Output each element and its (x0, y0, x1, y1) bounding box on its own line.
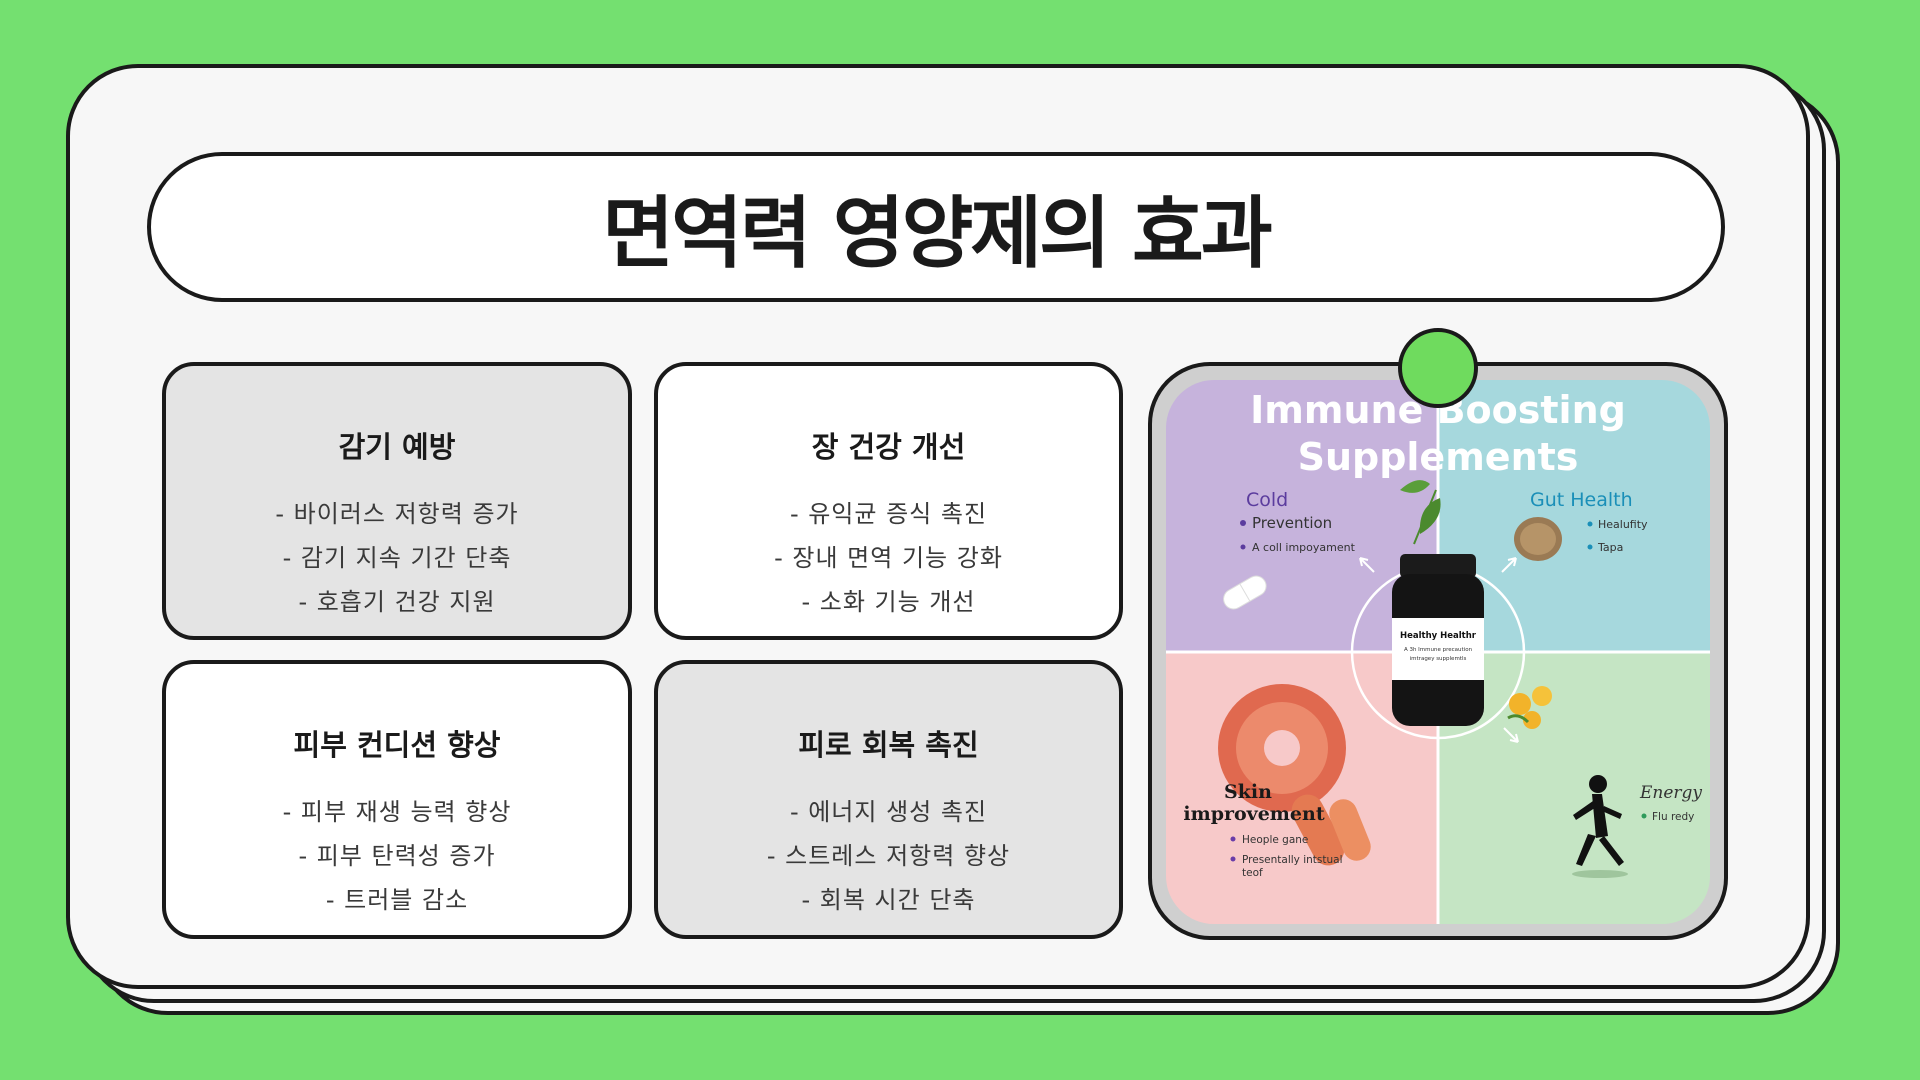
leaf-icon (1400, 480, 1441, 545)
list-item: - 피부 재생 능력 향상 (282, 798, 512, 826)
list-item: - 소화 기능 개선 (801, 588, 976, 616)
card-cold-prevention: 감기 예방 - 바이러스 저항력 증가 - 감기 지속 기간 단축 - 호흡기 … (162, 362, 632, 640)
infographic-frame: Immune Boosting Supplements Cold Prevent… (1148, 362, 1728, 940)
skin-item-2-line2: teof (1242, 867, 1263, 879)
card-list: - 에너지 생성 촉진 - 스트레스 저항력 향상 - 회복 시간 단축 (767, 790, 1010, 922)
cold-item-2: A coll impoyament (1252, 541, 1356, 554)
sausage-icon (1291, 794, 1371, 866)
donut-icon (1218, 684, 1346, 812)
skin-item-1: Heople gane (1242, 834, 1308, 846)
list-item: - 감기 지속 기간 단축 (282, 544, 512, 572)
card-list: - 유익균 증식 촉진 - 장내 면역 기능 강화 - 소화 기능 개선 (774, 492, 1003, 624)
energy-heading: Energy (1639, 783, 1702, 803)
energy-item-1: Flu redy (1652, 811, 1694, 823)
list-item: - 피부 탄력성 증가 (298, 842, 496, 870)
bottle-line-2: imtragey supplemtls (1410, 656, 1467, 662)
list-item: - 유익균 증식 촉진 (789, 500, 988, 528)
cold-heading: Cold (1246, 489, 1288, 511)
card-fatigue-recovery: 피로 회복 촉진 - 에너지 생성 촉진 - 스트레스 저항력 향상 - 회복 … (654, 660, 1123, 939)
skin-item-2-line1: Presentally intstual (1242, 854, 1343, 866)
flower-icon (1507, 686, 1552, 729)
list-item: - 장내 면역 기능 강화 (774, 544, 1003, 572)
card-gut-health: 장 건강 개선 - 유익균 증식 촉진 - 장내 면역 기능 강화 - 소화 기… (654, 362, 1123, 640)
list-item: - 스트레스 저항력 향상 (766, 842, 1011, 870)
skin-heading-line1: Skin (1224, 781, 1272, 803)
supplement-bottle-icon: Healthy Healthr A 3h Immune precaution i… (1392, 554, 1484, 726)
infographic-image: Immune Boosting Supplements Cold Prevent… (1166, 380, 1710, 924)
card-heading: 장 건강 개선 (811, 430, 966, 464)
running-person-icon (1573, 775, 1624, 866)
list-item: - 바이러스 저항력 증가 (275, 500, 519, 528)
gut-item-1: Healufity (1598, 518, 1648, 531)
card-skin-condition: 피부 컨디션 향상 - 피부 재생 능력 향상 - 피부 탄력성 증가 - 트러… (162, 660, 632, 939)
card-heading: 피부 컨디션 향상 (293, 728, 501, 762)
bottle-brand: Healthy Healthr (1400, 631, 1477, 641)
title-banner: 면역력 영양제의 효과 (147, 152, 1725, 302)
card-heading: 감기 예방 (338, 430, 456, 464)
card-heading: 피로 회복 촉진 (798, 728, 979, 762)
card-list: - 피부 재생 능력 향상 - 피부 탄력성 증가 - 트러블 감소 (283, 790, 512, 922)
gut-item-2: Tapa (1597, 541, 1623, 554)
cold-item-1: Prevention (1252, 514, 1332, 532)
card-list: - 바이러스 저항력 증가 - 감기 지속 기간 단축 - 호흡기 건강 지원 (275, 492, 518, 624)
skin-heading-line2: improvement (1183, 803, 1324, 825)
list-item: - 호흡기 건강 지원 (298, 588, 496, 616)
bottle-line-1: A 3h Immune precaution (1404, 647, 1473, 653)
list-item: - 에너지 생성 촉진 (789, 798, 988, 826)
capsule-icon (1223, 575, 1267, 610)
gut-heading: Gut Health (1530, 489, 1633, 511)
infographic-title-line2: Supplements (1298, 435, 1579, 479)
accent-dot (1398, 328, 1478, 408)
list-item: - 회복 시간 단축 (801, 886, 976, 914)
list-item: - 트러블 감소 (325, 886, 469, 914)
page-title: 면역력 영양제의 효과 (602, 189, 1272, 279)
